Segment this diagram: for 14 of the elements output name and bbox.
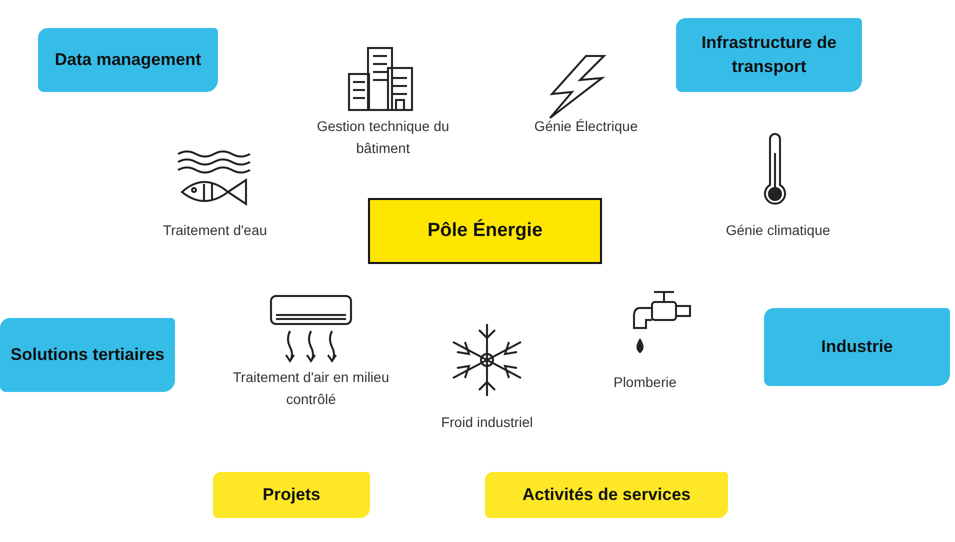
category-banner: Solutions tertiaires — [0, 318, 175, 392]
category-banner: Activités de services — [485, 472, 728, 518]
icon-caption: Génie climatique — [724, 221, 832, 240]
category-banner: Industrie — [764, 308, 950, 386]
icon-caption: Génie Électrique — [533, 117, 639, 136]
icon-caption: Traitement d'eau — [162, 221, 268, 240]
icon-caption: Froid industriel — [440, 413, 534, 432]
icon-caption: Plomberie — [612, 373, 678, 392]
category-banner: Infrastructure de transport — [676, 18, 862, 92]
title-box: Pôle Énergie — [368, 198, 602, 264]
icon-caption: Gestion technique du bâtiment — [316, 117, 450, 158]
category-banner: Projets — [213, 472, 370, 518]
icon-caption: Traitement d'air en milieu contrôlé — [232, 368, 390, 409]
category-banner: Data management — [38, 28, 218, 92]
